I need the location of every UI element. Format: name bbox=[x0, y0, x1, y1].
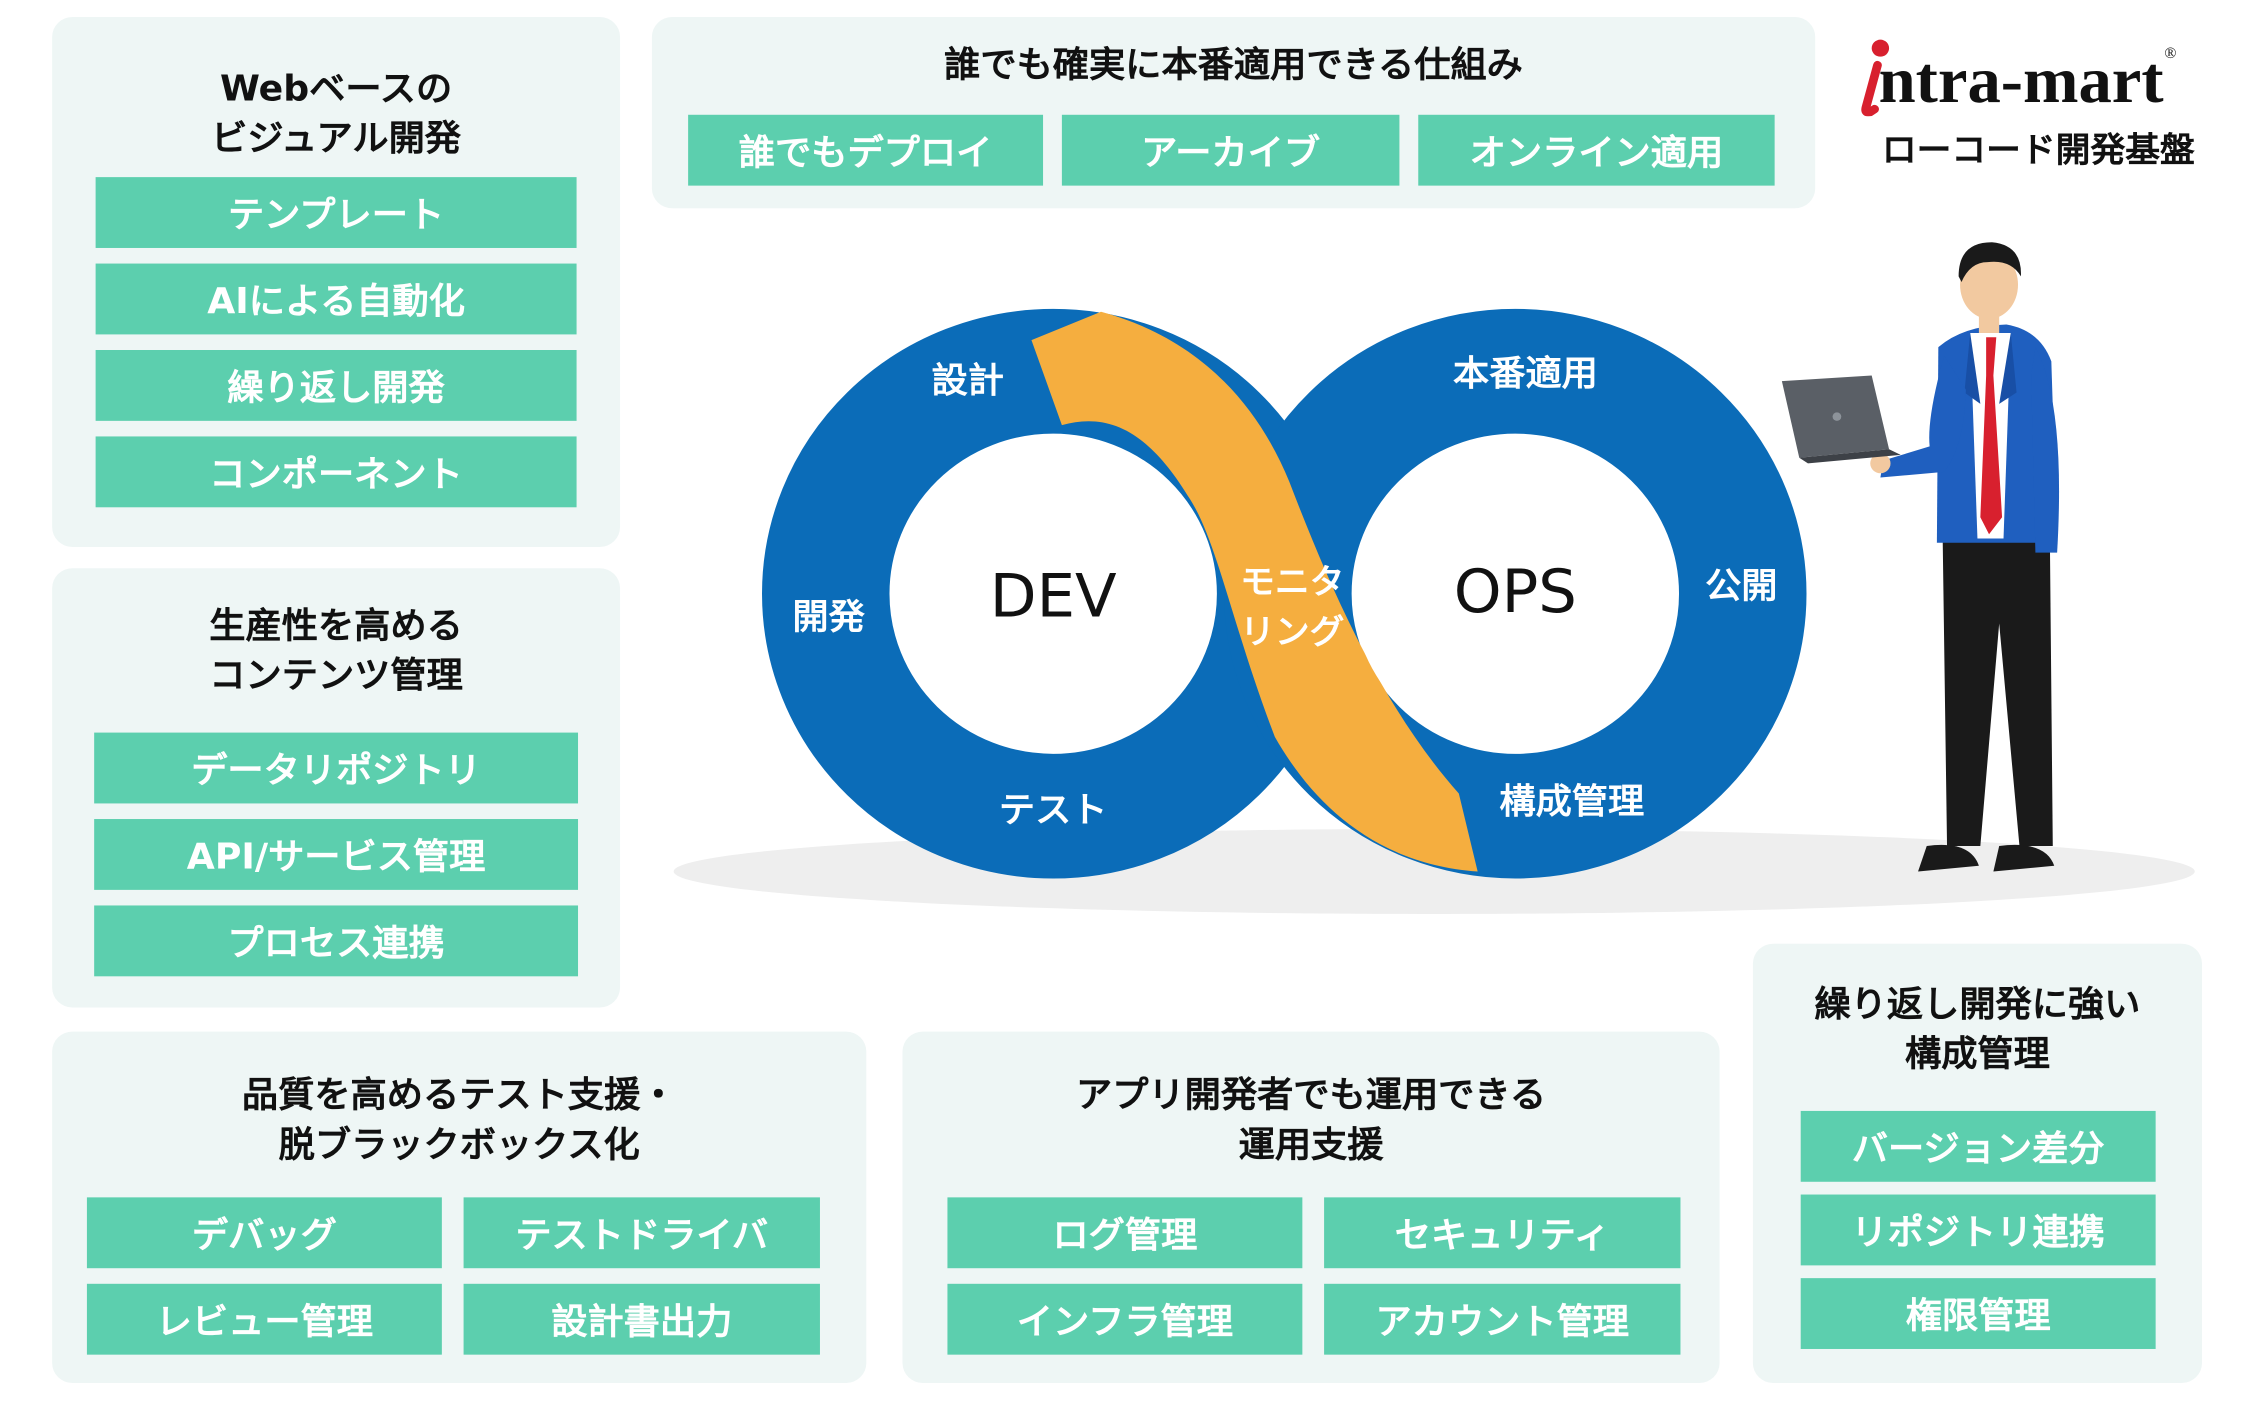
stage-config: 構成管理 bbox=[1499, 782, 1644, 823]
stage-publish: 公開 bbox=[1705, 566, 1777, 607]
feature-debug: デバッグ bbox=[86, 1197, 442, 1269]
businessman-with-laptop-illustration bbox=[1781, 242, 2060, 872]
panel-web-visual-dev: Webベースの ビジュアル開発 テンプレート AIによる自動化 繰り返し開発 コ… bbox=[52, 17, 621, 547]
feature-account-mgmt: アカウント管理 bbox=[1324, 1283, 1681, 1355]
feature-online-apply: オンライン適用 bbox=[1418, 114, 1775, 186]
stage-develop: 開発 bbox=[792, 598, 865, 639]
dev-label: DEV bbox=[990, 562, 1117, 631]
feature-log-mgmt: ログ管理 bbox=[947, 1197, 1303, 1269]
feature-anyone-deploy: 誰でもデプロイ bbox=[688, 114, 1044, 186]
feature-version-diff: バージョン差分 bbox=[1800, 1110, 2156, 1182]
panel-title: アプリ開発者でも運用できる 運用支援 bbox=[1075, 1074, 1547, 1165]
logo-i-glyph bbox=[1861, 39, 1890, 117]
panel-test-support: 品質を高めるテスト支援・ 脱ブラックボックス化 デバッグ テストドライバ レビュ… bbox=[52, 1031, 867, 1383]
feature-component: コンポーネント bbox=[95, 436, 577, 508]
panel-title: 品質を高めるテスト支援・ 脱ブラックボックス化 bbox=[241, 1074, 677, 1165]
ops-center bbox=[1353, 435, 1678, 753]
dev-center bbox=[890, 435, 1216, 753]
feature-process-integration: プロセス連携 bbox=[94, 905, 579, 977]
registered-mark: ® bbox=[2164, 45, 2177, 63]
monitoring-band bbox=[1031, 311, 1478, 872]
panel-title: 生産性を高める コンテンツ管理 bbox=[209, 605, 463, 696]
feature-template: テンプレート bbox=[95, 177, 577, 248]
panel-content-management: 生産性を高める コンテンツ管理 データリポジトリ API/サービス管理 プロセス… bbox=[52, 568, 621, 1008]
feature-archive: アーカイブ bbox=[1061, 114, 1400, 186]
ops-label: OPS bbox=[1454, 558, 1577, 627]
intra-mart-logo: intra-mart ® ローコード開発基盤 bbox=[1828, 31, 2205, 173]
feature-permission-mgmt: 権限管理 bbox=[1800, 1278, 2156, 1349]
panel-ops-support: アプリ開発者でも運用できる 運用支援 ログ管理 セキュリティ インフラ管理 アカ… bbox=[902, 1031, 1720, 1383]
feature-iterative-dev: 繰り返し開発 bbox=[95, 349, 577, 421]
stage-monitoring-line1: モニタ bbox=[1240, 563, 1344, 603]
panel-title: Webベースの ビジュアル開発 bbox=[211, 68, 462, 159]
feature-review-mgmt: レビュー管理 bbox=[86, 1283, 442, 1355]
feature-infra-mgmt: インフラ管理 bbox=[947, 1283, 1303, 1355]
stage-test: テスト bbox=[999, 790, 1108, 831]
panel-title: 繰り返し開発に強い 構成管理 bbox=[1814, 983, 2141, 1075]
feature-security: セキュリティ bbox=[1324, 1197, 1681, 1269]
logo-subtitle: ローコード開発基盤 bbox=[1881, 130, 2195, 171]
feature-design-doc-output: 設計書出力 bbox=[463, 1283, 820, 1355]
stage-design: 設計 bbox=[932, 361, 1004, 402]
feature-data-repository: データリポジトリ bbox=[94, 732, 579, 804]
panel-title: 誰でも確実に本番適用できる仕組み bbox=[944, 43, 1523, 86]
feature-api-service-mgmt: API/サービス管理 bbox=[94, 819, 579, 890]
feature-test-driver: テストドライバ bbox=[463, 1197, 820, 1269]
feature-ai-automation: AIによる自動化 bbox=[95, 263, 577, 335]
panel-config-management: 繰り返し開発に強い 構成管理 バージョン差分 リポジトリ連携 権限管理 bbox=[1752, 943, 2202, 1383]
panel-deploy: 誰でも確実に本番適用できる仕組み 誰でもデプロイ アーカイブ オンライン適用 bbox=[651, 17, 1816, 209]
feature-repository-integration: リポジトリ連携 bbox=[1800, 1194, 2156, 1266]
stage-release: 本番適用 bbox=[1453, 354, 1598, 395]
logo-wordmark: intra-mart bbox=[1878, 43, 2164, 117]
stage-monitoring-line2: リング bbox=[1240, 613, 1344, 653]
